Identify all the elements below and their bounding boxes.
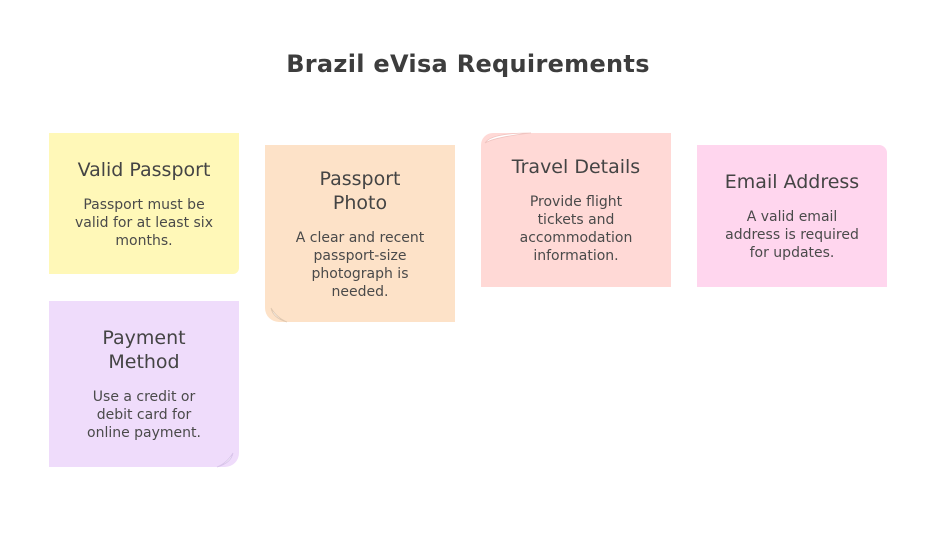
sticky-note-payment-method: Payment Method Use a credit or debit car… (49, 301, 239, 468)
sticky-note-valid-passport: Valid Passport Passport must be valid fo… (49, 133, 239, 274)
note-body: Use a credit or debit card for online pa… (87, 389, 201, 441)
page-curl-decoration (216, 452, 234, 468)
page-curl-decoration (484, 132, 532, 144)
sticky-note-travel-details: Travel Details Provide flight tickets an… (481, 132, 671, 287)
note-title: Email Address (724, 171, 860, 193)
note-body: A valid email address is required for up… (725, 209, 859, 261)
page-curl-decoration (270, 307, 288, 323)
note-title: Payment Method (102, 327, 186, 373)
note-body: Provide flight tickets and accommodation… (519, 194, 633, 264)
diagram-title: Brazil eVisa Requirements (286, 50, 650, 78)
sticky-note-passport-photo: Passport Photo A clear and recent passpo… (265, 145, 455, 323)
note-title: Valid Passport (77, 158, 211, 181)
note-title: Travel Details (511, 156, 641, 178)
note-title: Passport Photo (319, 167, 401, 214)
note-body: A clear and recent passport-size photogr… (295, 229, 425, 300)
sticky-note-email-address: Email Address A valid email address is r… (697, 145, 887, 287)
note-body: Passport must be valid for at least six … (75, 196, 213, 249)
